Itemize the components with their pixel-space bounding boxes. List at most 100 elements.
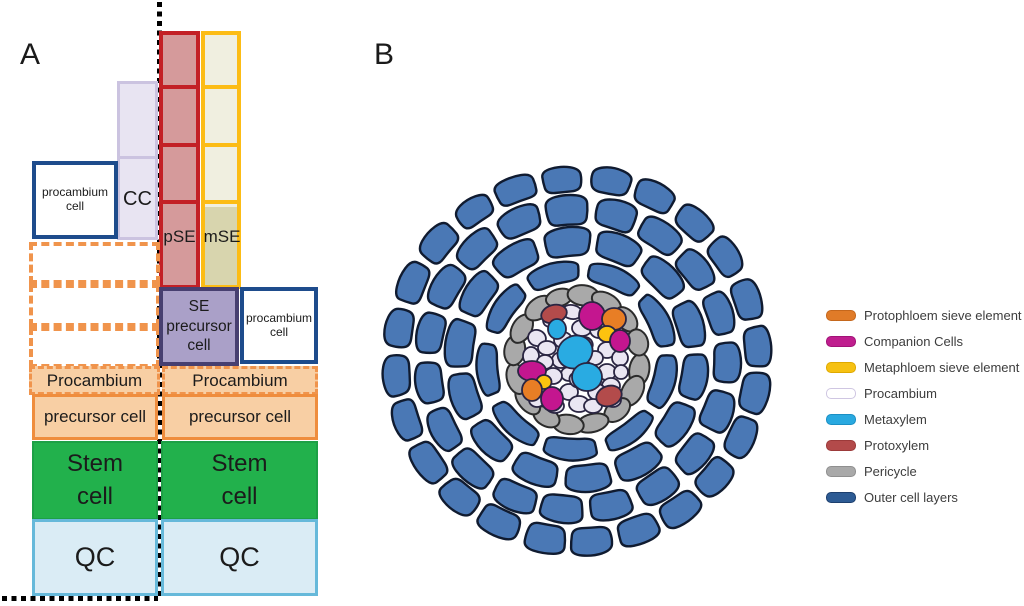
outer-cell (492, 477, 538, 515)
se-precursor-text: precursor (166, 317, 232, 335)
outer-cell (414, 311, 447, 355)
se-precursor-cell-box: SE precursor cell (159, 287, 239, 366)
stem-cell-box-left: Stem cell (32, 441, 158, 520)
stem-cell-text: cell (221, 482, 258, 510)
legend-label: Outer cell layers (864, 489, 958, 505)
legend-item: Pericycle (826, 458, 1022, 484)
procambium-precursor-solid-right: precursor cell (162, 394, 318, 440)
outer-cell (455, 227, 499, 271)
outer-cell (633, 178, 676, 215)
outer-cell (674, 432, 716, 476)
legend-label: Metaxylem (864, 411, 927, 427)
outer-cell (394, 260, 431, 305)
dashed-empty-cell (29, 327, 160, 368)
outer-cell (595, 230, 643, 268)
panel-a-label: A (20, 38, 41, 71)
procambium-precursor-text: precursor cell (43, 407, 147, 426)
mse-bottom-cell (205, 207, 237, 285)
procambium-precursor-solid-left: precursor cell (32, 394, 158, 440)
outer-cell (511, 451, 559, 489)
procambium-cell (537, 340, 557, 356)
pse-cell-divider (159, 143, 200, 147)
legend-swatch-pericycle (826, 465, 856, 477)
metaxylem-cell (571, 362, 603, 392)
legend-label: Companion Cells (864, 333, 963, 349)
dotted-boundary-horizontal (2, 596, 158, 601)
outer-cell-layers (381, 165, 773, 557)
outer-cell (526, 260, 580, 292)
outer-cell (712, 341, 743, 384)
se-precursor-text: SE (188, 298, 210, 316)
legend-swatch-companion (826, 335, 856, 347)
outer-cell (590, 166, 633, 197)
outer-cell (671, 299, 707, 349)
pse-cell-divider (159, 200, 200, 204)
outer-cell (538, 493, 584, 525)
outer-cell (475, 342, 501, 397)
procambium-precursor-text: precursor cell (188, 407, 292, 426)
outer-cell (493, 173, 538, 207)
outer-cell (496, 203, 542, 240)
outer-cell (742, 324, 773, 368)
dashed-empty-cell (29, 242, 160, 284)
cc-label: CC (123, 188, 152, 210)
companion-cell (609, 329, 631, 353)
outer-cell (383, 307, 415, 349)
procambium-cell-text: procambium (41, 185, 109, 200)
procambium-cell-text: cell (65, 199, 84, 213)
outer-cell (654, 401, 696, 448)
procambium-cell-box-right: procambium cell (240, 287, 318, 364)
outer-cell (738, 371, 772, 416)
pse-label: pSE (163, 227, 196, 246)
outer-cell (674, 248, 716, 291)
pse-cell-divider (159, 85, 200, 89)
legend-label: Protoxylem (864, 437, 930, 453)
protophloem-cell (521, 378, 543, 402)
outer-cell (614, 441, 663, 482)
legend-swatch-metaxylem (826, 413, 856, 425)
stem-cell-text: Stem (66, 450, 123, 478)
procambium-precursor-text: Procambium (46, 370, 143, 390)
outer-cell (470, 418, 514, 463)
outer-cell (698, 389, 736, 434)
stem-cell-text: Stem (211, 450, 268, 478)
stem-cell-text: cell (76, 482, 113, 510)
outer-cell (390, 398, 424, 442)
outer-cell (604, 409, 654, 452)
outer-cell (454, 193, 495, 230)
outer-cell (418, 221, 460, 265)
outer-cell (636, 215, 683, 257)
legend-item: Metaxylem (826, 406, 1022, 432)
outer-cell (451, 447, 495, 490)
outer-cell (491, 400, 540, 447)
outer-cell (569, 525, 614, 557)
outer-cell (426, 406, 463, 453)
outer-cell (543, 225, 592, 259)
outer-cell (586, 262, 641, 297)
procambium-cell-text: cell (269, 324, 288, 339)
outer-cell (523, 521, 567, 556)
outer-cell (485, 283, 527, 334)
metaxylem-cell (547, 318, 567, 340)
outer-cell (674, 203, 715, 243)
pse-column (159, 31, 200, 289)
legend-swatch-procambium (826, 387, 856, 399)
outer-cell (637, 293, 676, 348)
legend-label: Pericycle (864, 463, 917, 479)
outer-cell (476, 503, 522, 541)
outer-cell (616, 512, 661, 548)
mse-cell-divider (201, 85, 241, 89)
legend-item: Procambium (826, 380, 1022, 406)
qc-text: QC (219, 542, 260, 572)
root-cross-section (381, 165, 773, 557)
companion-cell (578, 301, 606, 331)
legend-swatch-protoxylem (826, 439, 856, 451)
legend-swatch-metaphloem (826, 361, 856, 373)
legend-item: Outer cell layers (826, 484, 1022, 510)
legend-label: Metaphloem sieve element (864, 359, 1020, 375)
outer-cell (646, 354, 679, 410)
outer-cell (594, 198, 639, 234)
procambium-cell-text: procambium (245, 310, 313, 325)
outer-cell (438, 477, 481, 517)
companion-cell (540, 386, 564, 412)
